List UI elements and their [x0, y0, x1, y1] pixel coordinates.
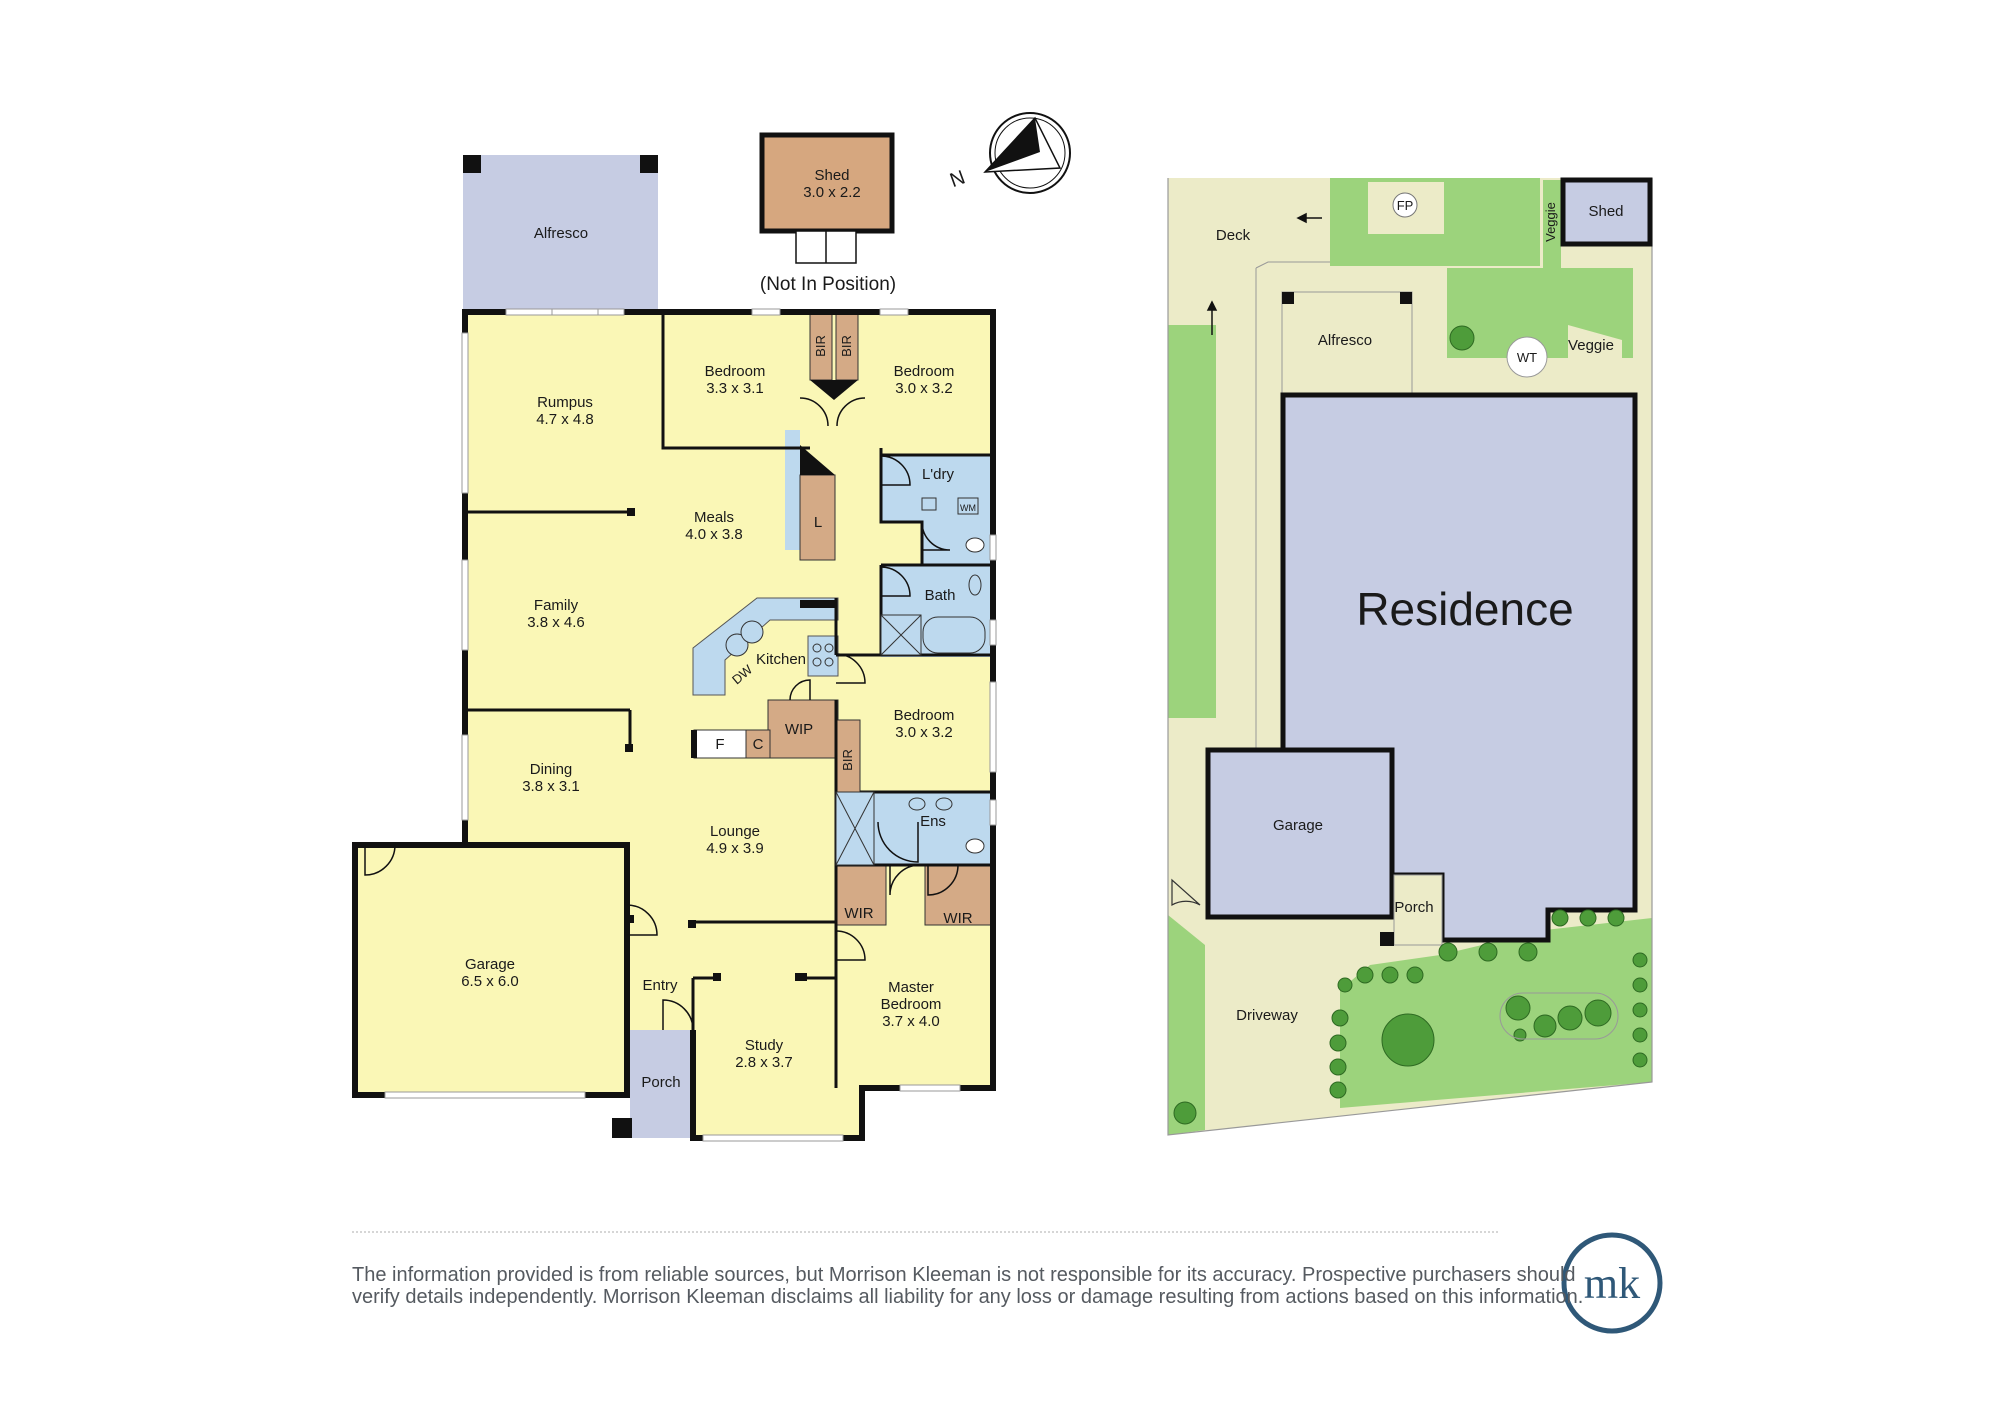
study-label: Study	[745, 1037, 784, 1054]
porch-post	[612, 1118, 632, 1138]
ensuite-label: Ens	[920, 813, 946, 830]
entry-label: Entry	[642, 977, 678, 994]
fire-pit	[1392, 192, 1418, 218]
site-alfresco	[1281, 291, 1413, 395]
bedroom-c-size: 3.0 x 3.2	[895, 724, 953, 741]
rumpus-size: 4.7 x 4.8	[536, 411, 594, 428]
alfresco-area	[463, 155, 658, 310]
shed-note: (Not In Position)	[760, 274, 896, 295]
garage-label: Garage	[465, 956, 515, 973]
laundry-label: L'dry	[922, 466, 955, 483]
veggie-patch	[1568, 325, 1622, 358]
kitchen-bench	[692, 597, 839, 696]
kitchen-label: Kitchen	[756, 651, 806, 668]
porch-area	[630, 1030, 693, 1138]
cooktop	[807, 635, 839, 677]
bath-label: Bath	[925, 587, 956, 604]
compass	[983, 112, 1071, 194]
wir-left-label: WIR	[844, 905, 873, 922]
residence-label: Residence	[1356, 583, 1573, 635]
bedroom-b-label: Bedroom	[894, 363, 955, 380]
wip-label: WIP	[785, 721, 813, 738]
pantry-shelf	[785, 430, 800, 550]
site-alfresco-label: Alfresco	[1318, 332, 1372, 349]
disclaimer-line-1: The information provided is from reliabl…	[352, 1264, 1576, 1286]
disclaimer: The information provided is from reliabl…	[352, 1264, 1584, 1308]
site-shed-label: Shed	[1588, 203, 1623, 220]
floor-plan: N Shed 3.0 x 2.2 (Not In Position) Alfre…	[352, 112, 1071, 1142]
wir-right-label: WIR	[943, 910, 972, 927]
site-garage-label: Garage	[1273, 817, 1323, 834]
shed-outline	[759, 132, 895, 234]
driveway-label: Driveway	[1236, 1007, 1298, 1024]
site-outline	[1167, 178, 1653, 1136]
shed-size: 3.0 x 2.2	[803, 184, 861, 201]
linen-cupboard	[799, 474, 836, 561]
master-label: Master	[888, 979, 934, 996]
lawn	[1168, 915, 1205, 1135]
site-labels: Residence Garage Porch Driveway Deck Alf…	[1216, 198, 1624, 1024]
veggie-top-label: Veggie	[1543, 202, 1558, 242]
alfresco-post	[463, 155, 481, 173]
room-labels: Shed 3.0 x 2.2 (Not In Position) Alfresc…	[461, 167, 955, 1091]
master-size: 3.7 x 4.0	[882, 1013, 940, 1030]
deck-label: Deck	[1216, 227, 1251, 244]
alfresco-label: Alfresco	[534, 225, 588, 242]
mk-logo: mk	[1561, 1232, 1663, 1334]
walk-in-pantry	[767, 699, 839, 759]
site-garage	[1205, 747, 1395, 920]
bedroom-c-label: Bedroom	[894, 707, 955, 724]
alfresco-post	[640, 155, 658, 173]
linen-label: L	[814, 514, 822, 531]
bir-cupboard	[835, 719, 861, 793]
family-size: 3.8 x 4.6	[527, 614, 585, 631]
rumpus-label: Rumpus	[537, 394, 593, 411]
dining-size: 3.8 x 3.1	[522, 778, 580, 795]
bedroom-a-label: Bedroom	[705, 363, 766, 380]
water-tank	[1506, 336, 1548, 378]
garage-size: 6.5 x 6.0	[461, 973, 519, 990]
arrows	[1206, 212, 1322, 335]
shrubs	[1173, 325, 1648, 1125]
bir-label: BIR	[813, 335, 828, 357]
fp-label: FP	[1397, 198, 1414, 213]
doors	[364, 397, 959, 1031]
lounge-label: Lounge	[710, 823, 760, 840]
disclaimer-line-2: verify details independently. Morrison K…	[352, 1286, 1584, 1308]
meals-label: Meals	[694, 509, 734, 526]
site-porch	[1393, 874, 1443, 946]
dining-label: Dining	[530, 761, 573, 778]
garage-outline	[352, 842, 630, 1098]
cupboard-label: C	[753, 736, 764, 753]
bath-fixtures	[725, 497, 986, 866]
meals-size: 4.0 x 3.8	[685, 526, 743, 543]
fridge-label: F	[715, 736, 724, 753]
site-shed	[1560, 177, 1653, 247]
veggie-side-label: Veggie	[1568, 337, 1614, 354]
compass-north-label: N	[947, 166, 968, 192]
wall-stubs	[625, 380, 858, 981]
lounge-size: 4.9 x 3.9	[706, 840, 764, 857]
cupboard	[745, 729, 771, 759]
veggie-strip	[1543, 180, 1561, 268]
bir-label: BIR	[839, 335, 854, 357]
wt-label: WT	[1517, 350, 1537, 365]
porch-label: Porch	[641, 1074, 680, 1091]
lawn	[1168, 325, 1216, 718]
logo-text: mk	[1584, 1259, 1640, 1308]
bedroom-b-size: 3.0 x 3.2	[895, 380, 953, 397]
bedroom-a-size: 3.3 x 3.1	[706, 380, 764, 397]
family-label: Family	[534, 597, 579, 614]
site-porch-label: Porch	[1394, 899, 1433, 916]
site-plan: Residence Garage Porch Driveway Deck Alf…	[1167, 177, 1653, 1136]
washing-machine-label: WM	[960, 503, 976, 513]
shed-label: Shed	[814, 167, 849, 184]
bir-label: BIR	[840, 749, 855, 771]
windows	[384, 308, 997, 1142]
study-size: 2.8 x 3.7	[735, 1054, 793, 1071]
master-label-2: Bedroom	[881, 996, 942, 1013]
